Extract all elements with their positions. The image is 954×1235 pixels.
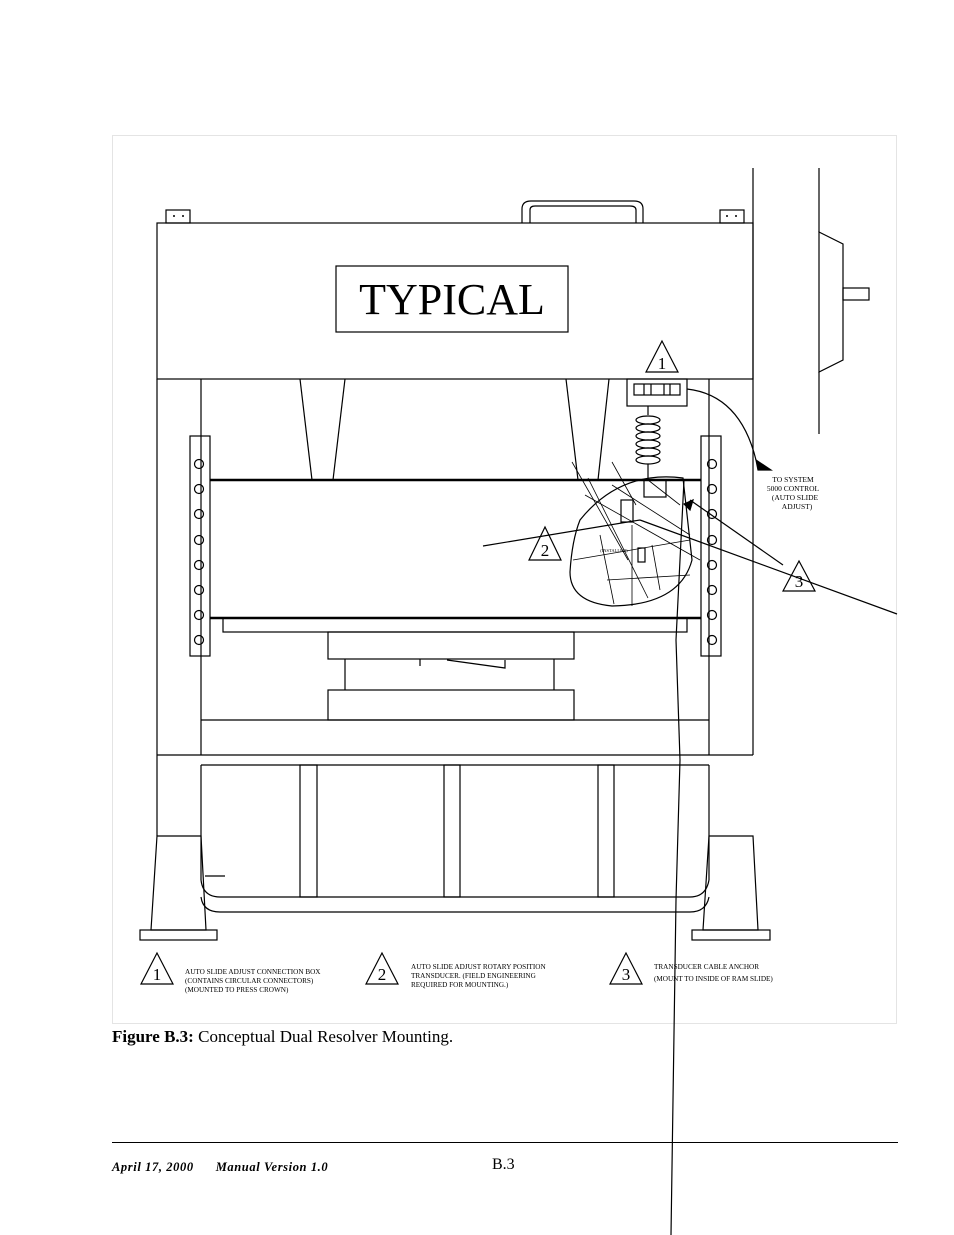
left-foot-base xyxy=(139,929,218,941)
detail-label: (INSTALLED) xyxy=(600,548,628,553)
legend-marker-3: 3 xyxy=(622,965,631,984)
cable-trace xyxy=(670,479,685,1235)
connection-box xyxy=(626,378,688,407)
typical-title: TYPICAL xyxy=(359,275,545,324)
crown-lug-right xyxy=(719,209,745,224)
bed-rib-1 xyxy=(299,764,318,898)
right-connection-b xyxy=(597,378,610,481)
die-wedge xyxy=(446,659,506,669)
control-callout: TO SYSTEM 5000 CONTROL (AUTO SLIDE ADJUS… xyxy=(767,475,820,511)
leader-item-2 xyxy=(482,519,641,547)
marker-triangle-1 xyxy=(645,339,679,373)
press-crown xyxy=(156,222,754,380)
footer-rule xyxy=(112,1142,898,1143)
legend-marker-1: 1 xyxy=(153,965,162,984)
legend-2-line: REQUIRED FOR MOUNTING.) xyxy=(411,981,509,989)
caption-label: Figure B.3: xyxy=(112,1027,194,1046)
marker-2: 2 xyxy=(541,541,550,560)
lug-dots xyxy=(173,215,737,217)
right-connection-a xyxy=(565,378,579,481)
caption-text: Conceptual Dual Resolver Mounting. xyxy=(193,1027,454,1046)
legend-2-line: AUTO SLIDE ADJUST ROTARY POSITION xyxy=(411,963,546,971)
bed-rib-2 xyxy=(443,764,461,898)
marker-3: 3 xyxy=(795,572,804,591)
marker-1: 1 xyxy=(658,354,667,373)
control-callout-line: ADJUST) xyxy=(782,502,813,511)
cable-to-control xyxy=(686,388,757,461)
crown-cover-inner xyxy=(529,205,637,223)
transducer-pin xyxy=(637,547,646,563)
legend-text: AUTO SLIDE ADJUST CONNECTION BOX (CONTAI… xyxy=(185,963,773,994)
gib-bolts xyxy=(193,458,718,646)
legend-3-line: TRANSDUCER CABLE ANCHOR xyxy=(654,963,759,971)
right-gib xyxy=(700,435,722,657)
legend-3-line: (MOUNT TO INSIDE OF RAM SLIDE) xyxy=(654,975,773,983)
bed-bottom-curve xyxy=(200,879,710,898)
page-number: B.3 xyxy=(492,1156,515,1173)
leader-long xyxy=(639,519,898,615)
figure-caption: Figure B.3: Conceptual Dual Resolver Mou… xyxy=(112,1027,453,1047)
motor-shaft xyxy=(842,287,870,301)
cable-arrowhead xyxy=(755,458,773,471)
right-foot-base xyxy=(691,929,771,941)
legend-1-line: (CONTAINS CIRCULAR CONNECTORS) xyxy=(185,977,314,985)
lower-die xyxy=(327,689,575,721)
legend-2-line: TRANSDUCER. (FIELD ENGINEERING xyxy=(411,972,536,980)
bed-bottom-curve-outer xyxy=(200,896,710,913)
circular-connector xyxy=(633,383,681,396)
legend-triangle-2 xyxy=(365,951,399,985)
legend-triangle-3 xyxy=(609,951,643,985)
left-connection-b xyxy=(332,378,346,481)
left-foot xyxy=(150,835,207,931)
control-callout-line: 5000 CONTROL xyxy=(767,484,820,493)
control-callout-line: (AUTO SLIDE xyxy=(772,493,819,502)
control-callout-line: TO SYSTEM xyxy=(772,475,814,484)
crown-lug-left xyxy=(165,209,191,224)
leader-arrowhead xyxy=(682,498,694,512)
coiled-cable xyxy=(635,415,661,465)
crown-cover xyxy=(521,200,644,223)
legend-1-line: (MOUNTED TO PRESS CROWN) xyxy=(185,986,289,994)
bed-rib-3 xyxy=(597,764,615,898)
detail-blob xyxy=(569,476,693,607)
legend-1-line: AUTO SLIDE ADJUST CONNECTION BOX xyxy=(185,968,321,976)
legend-triangle-1 xyxy=(140,951,174,985)
right-foot xyxy=(702,835,759,931)
slide-plate xyxy=(222,617,688,633)
footer-version: Manual Version 1.0 xyxy=(215,1160,329,1174)
marker-triangle-3 xyxy=(782,559,816,592)
leader-item-3 xyxy=(689,499,784,566)
left-connection-a xyxy=(299,378,313,481)
figure-frame xyxy=(112,135,897,1024)
footer-meta: April 17, 2000 Manual Version 1.0 xyxy=(112,1160,328,1175)
motor-housing xyxy=(818,231,844,373)
cable-anchor xyxy=(643,479,667,498)
typical-box xyxy=(335,265,569,333)
marker-triangle-2 xyxy=(528,525,562,561)
left-gib xyxy=(189,435,211,657)
upper-die xyxy=(327,631,575,660)
footer-date: April 17, 2000 xyxy=(112,1160,194,1174)
legend-marker-2: 2 xyxy=(378,965,387,984)
